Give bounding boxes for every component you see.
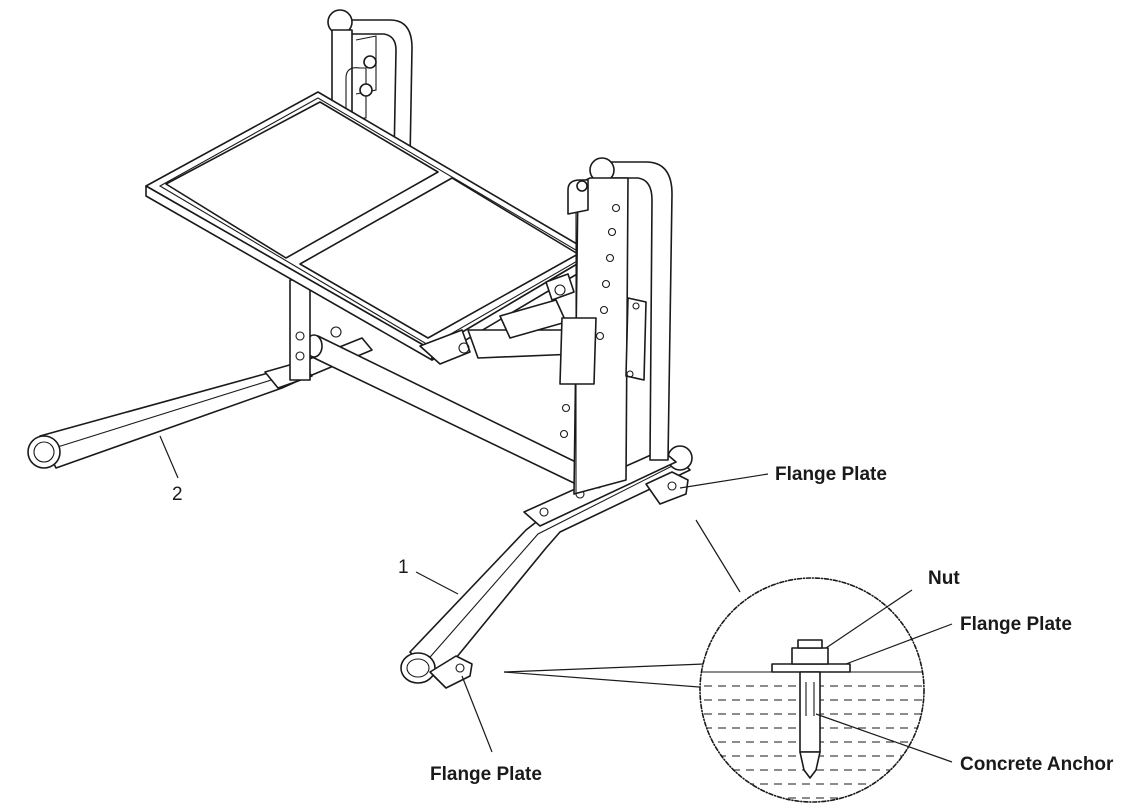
flange-plate-front	[429, 655, 473, 689]
leader-flange-bottom	[461, 675, 493, 753]
leader-part-2	[159, 435, 179, 479]
nut-label: Nut	[928, 568, 960, 589]
leader-part-1	[415, 571, 459, 595]
rear-base-tube	[27, 337, 373, 469]
front-base-tube	[400, 445, 693, 684]
leader-detail-flange	[845, 623, 953, 665]
flange-plate-label-bottom: Flange Plate	[430, 764, 542, 785]
part-1-number: 1	[398, 557, 409, 578]
detail-projection-upper	[695, 519, 741, 593]
anchor-detail-view	[699, 577, 925, 803]
detail-flange-plate-label: Flange Plate	[960, 614, 1072, 635]
leader-concrete-anchor	[815, 713, 953, 763]
seat-pad	[145, 91, 595, 365]
detail-projection-lower-1	[503, 663, 705, 673]
part-2-number: 2	[172, 484, 183, 505]
detail-projection-lower-2	[503, 671, 713, 689]
detail-flange-plate	[771, 663, 851, 673]
front-upright	[559, 157, 673, 495]
concrete-anchor-label: Concrete Anchor	[960, 754, 1114, 775]
leader-nut	[825, 589, 913, 649]
detail-nut	[791, 647, 829, 665]
leader-flange-top	[679, 473, 769, 489]
flange-plate-label-top: Flange Plate	[775, 464, 887, 485]
detail-concrete-anchor	[799, 671, 821, 779]
